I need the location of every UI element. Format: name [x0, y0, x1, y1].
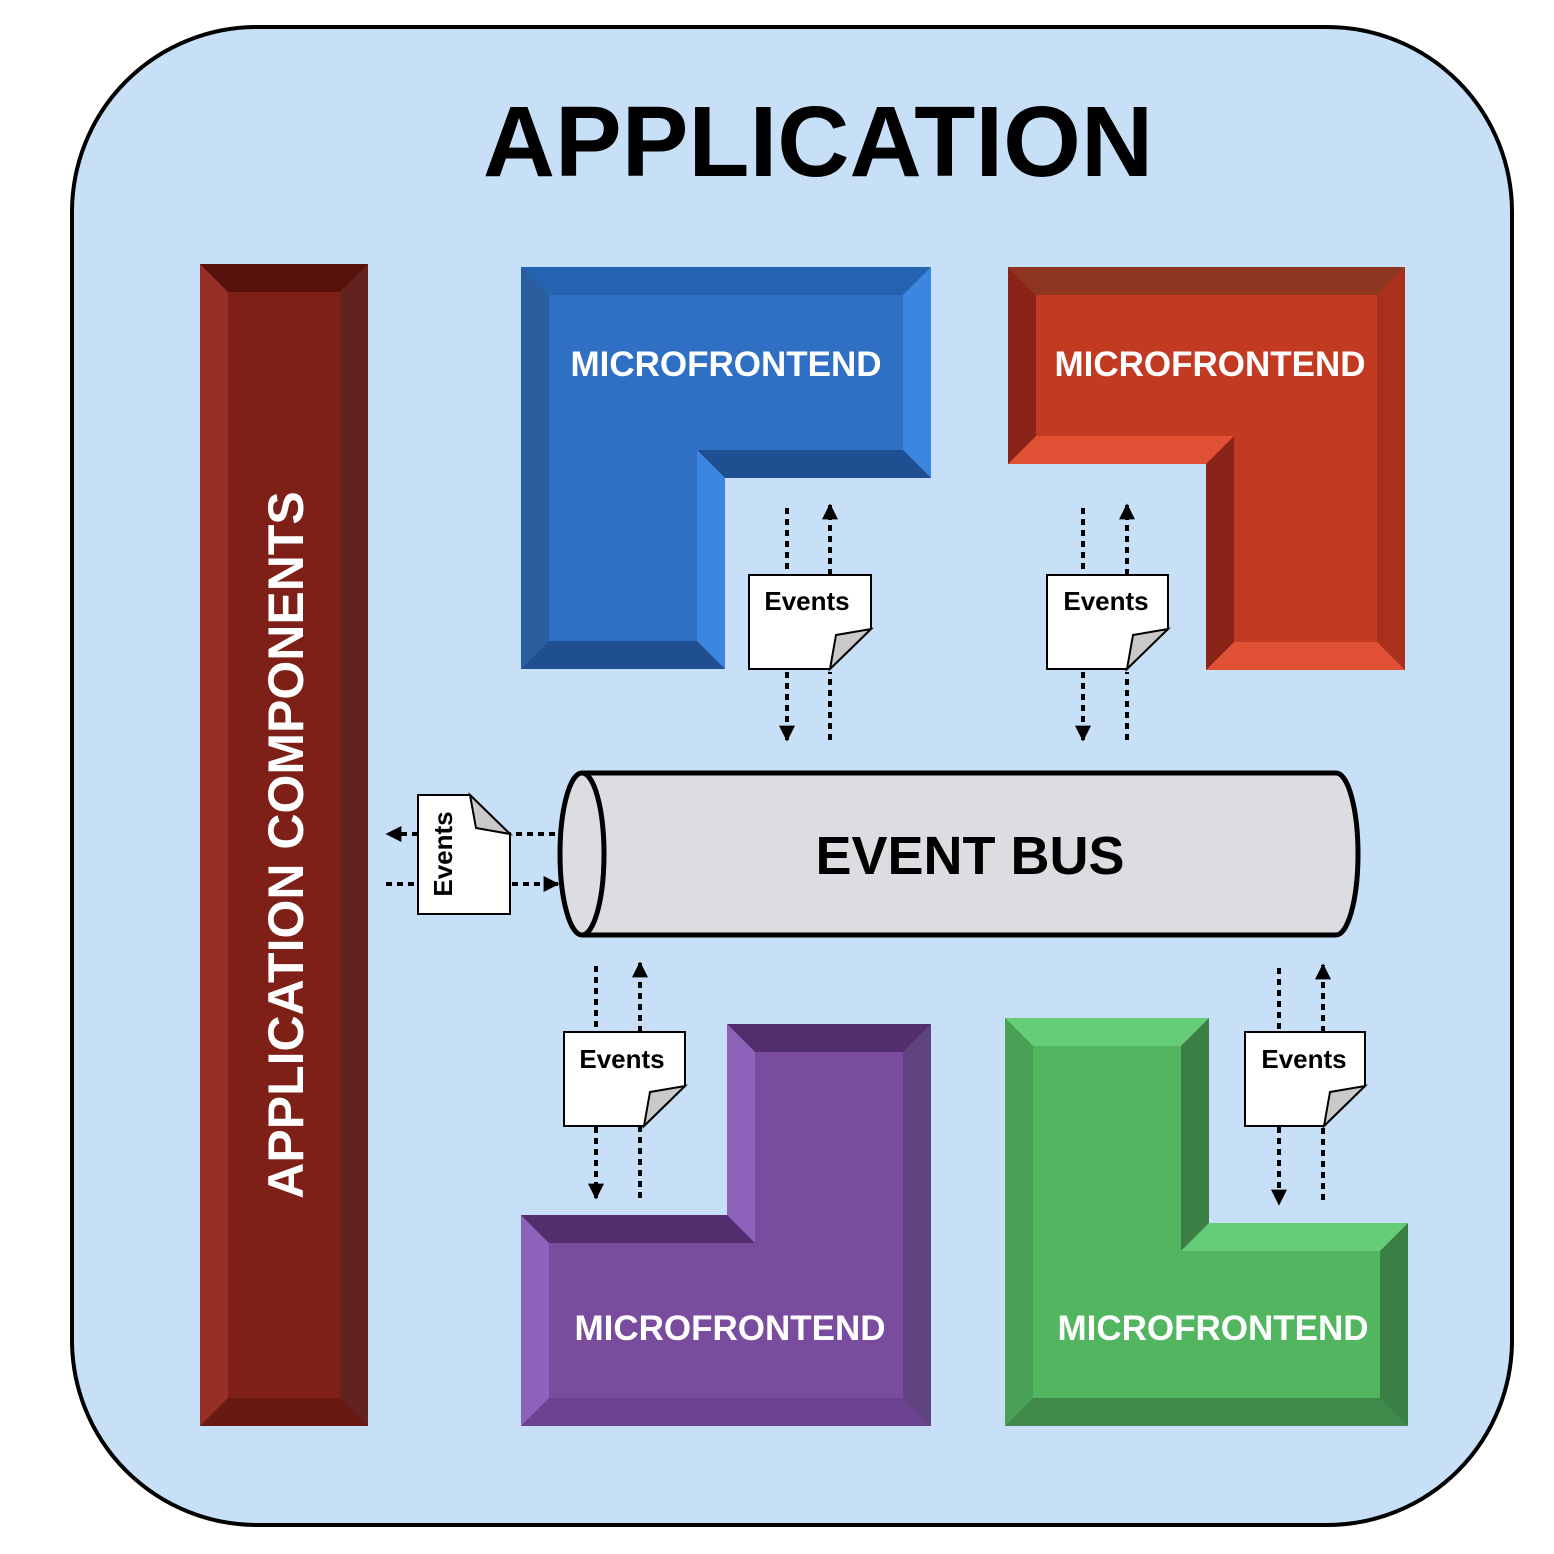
microfrontend-label: MICROFRONTEND [1057, 1309, 1368, 1348]
event-flow-purple: Events [563, 961, 688, 1200]
application-title: APPLICATION [483, 86, 1153, 198]
events-label: Events [1261, 1044, 1346, 1074]
microfrontend-purple: MICROFRONTEND [521, 1024, 931, 1426]
application-components-label: APPLICATION COMPONENTS [258, 491, 314, 1198]
microfrontend-red: MICROFRONTEND [1008, 267, 1405, 670]
events-label: Events [764, 586, 849, 616]
events-label: Events [428, 811, 458, 896]
microfrontend-blue: MICROFRONTEND [521, 267, 931, 669]
microfrontend-label: MICROFRONTEND [570, 345, 881, 384]
event-flow-app-components: Events [385, 792, 560, 915]
microfrontend-label: MICROFRONTEND [574, 1309, 885, 1348]
events-label: Events [1063, 586, 1148, 616]
events-label: Events [579, 1044, 664, 1074]
event-flow-red: Events [1046, 503, 1171, 742]
application-components-bar: APPLICATION COMPONENTS [200, 264, 368, 1426]
microfrontend-label: MICROFRONTEND [1054, 345, 1365, 384]
event-flow-green: Events [1244, 963, 1368, 1206]
events-note: Events [1046, 574, 1171, 672]
event-bus: EVENT BUS [557, 770, 1361, 938]
event-bus-label: EVENT BUS [815, 826, 1124, 886]
event-flow-blue: Events [748, 503, 874, 742]
events-note: Events [1244, 1031, 1368, 1129]
events-note: Events [417, 792, 514, 915]
microfrontend-green: MICROFRONTEND [1005, 1018, 1408, 1426]
events-note: Events [563, 1031, 688, 1129]
events-note: Events [748, 574, 874, 672]
